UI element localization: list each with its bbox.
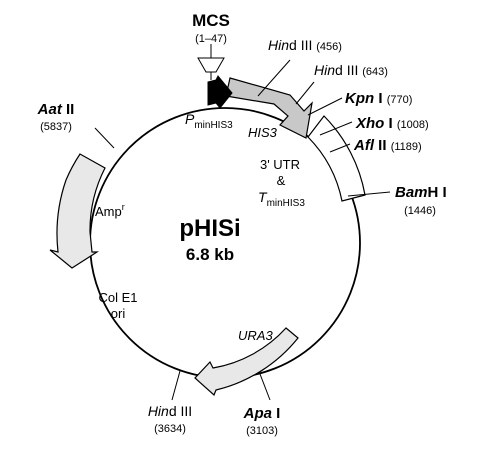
- site-tick-aat2: [94, 127, 115, 149]
- site-label-hind3-3634: Hind III: [148, 403, 192, 419]
- his3-label: HIS3: [248, 125, 278, 140]
- site-label-bamh1: BamH I: [395, 184, 447, 201]
- site-label-hind3-643: Hind III (643): [314, 62, 388, 78]
- mcs-pointer: [197, 57, 225, 73]
- utr-line3: TminHIS3: [258, 189, 305, 209]
- site-pos-apa1: (3103): [246, 425, 278, 437]
- amp-label: Ampr: [95, 202, 125, 219]
- site-tick-hind3-3634: [171, 370, 181, 401]
- mcs-range: (1–47): [195, 33, 227, 45]
- site-label-apa1: Apa I: [243, 405, 281, 422]
- site-tick-afl2: [329, 143, 351, 153]
- utr-segment: [307, 115, 366, 202]
- site-pos-bamh1: (1446): [404, 205, 436, 217]
- promoter-arrow: [207, 75, 233, 109]
- site-tick-hind3-643: [295, 81, 315, 105]
- cole1-line1: Col E1: [98, 290, 137, 305]
- cole1-line2: ori: [111, 306, 126, 321]
- site-label-kpn1: Kpn I (770): [345, 90, 412, 107]
- site-tick-kpn1: [307, 97, 343, 116]
- utr-line1: 3' UTR: [260, 157, 300, 172]
- site-pos-hind3-3634: (3634): [154, 423, 186, 435]
- site-label-afl2: Afl II (1189): [353, 137, 422, 154]
- amp-arrow: [49, 153, 106, 269]
- ura3-label: URA3: [238, 328, 273, 343]
- utr-line2: &: [277, 173, 286, 188]
- site-tick-apa1: [259, 373, 271, 401]
- site-tick-xho1: [319, 121, 353, 136]
- promoter-label: PminHIS3: [185, 111, 233, 131]
- site-pos-aat2: (5837): [40, 121, 72, 133]
- site-label-hind3-456: Hind III (456): [268, 37, 342, 53]
- ura3-arrow: [194, 327, 299, 397]
- site-label-aat2: Aat II: [37, 101, 75, 118]
- plasmid-name: pHISi: [179, 215, 240, 242]
- site-tick-hind3-456: [257, 59, 291, 97]
- mcs-label: MCS: [192, 11, 230, 30]
- site-label-xho1: Xho I (1008): [355, 115, 429, 132]
- site-tick-bamh1: [347, 191, 391, 197]
- plasmid-size: 6.8 kb: [186, 245, 234, 264]
